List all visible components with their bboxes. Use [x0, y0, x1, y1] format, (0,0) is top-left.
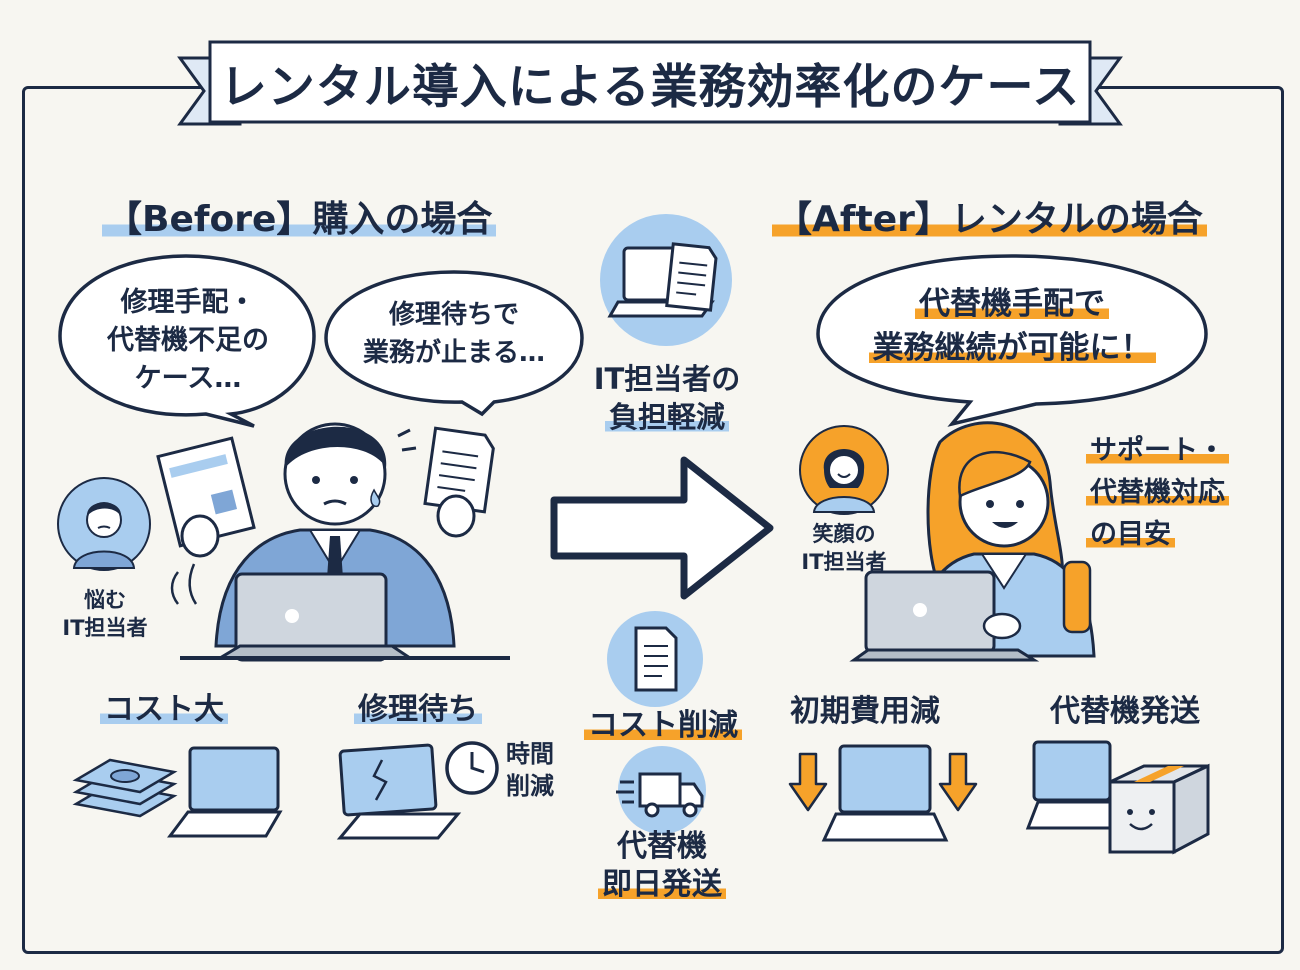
burden-reduction-label: IT担当者の 負担軽減	[593, 362, 741, 434]
replacement-shipping-label: 代替機発送	[1050, 694, 1200, 729]
laptop-icon-cost	[167, 746, 283, 838]
after-heading: 【After】レンタルの場合	[772, 190, 1207, 242]
document-icon	[607, 611, 703, 707]
money-stack-icon	[72, 758, 178, 818]
speech-bubble-right	[324, 270, 584, 417]
laptop-icon-replacement	[1025, 740, 1123, 830]
speech-bubble-left	[58, 254, 316, 428]
repair-wait-label: 修理待ち	[354, 684, 482, 728]
down-arrow-left-icon	[788, 752, 828, 812]
time-reduction-label: 時間 削減	[506, 740, 554, 800]
worried-label: 悩む IT担当者	[62, 588, 148, 640]
bubble-right-text: 修理待ちで 業務が止まる…	[362, 300, 545, 368]
smiling-box-icon	[1108, 763, 1210, 855]
initial-cost-label: 初期費用減	[790, 694, 940, 729]
smiling-label: 笑顔の IT担当者	[801, 522, 887, 574]
cost-cut-label: コスト削減	[578, 700, 748, 744]
big-arrow-right	[550, 456, 774, 600]
same-day-shipping-label: 代替機 即日発送	[574, 828, 750, 904]
smiling-woman-illustration	[849, 421, 1096, 662]
delivery-truck-icon	[616, 746, 706, 834]
bubble-after-text: 代替機手配で 業務継続が可能に！	[826, 282, 1198, 370]
before-heading: 【Before】購入の場合	[102, 190, 497, 242]
bubble-left-text: 修理手配・ 代替機不足の ケース…	[107, 287, 269, 394]
laptop-icon-initial	[821, 744, 949, 842]
laptop-document-icon	[600, 214, 732, 346]
clock-icon	[445, 741, 499, 795]
worried-avatar-icon	[57, 477, 151, 571]
title-banner	[177, 40, 1123, 126]
worried-man-illustration	[156, 422, 510, 662]
down-arrow-right-icon	[938, 752, 978, 812]
cost-large-label: コスト大	[100, 684, 228, 728]
smiling-avatar-icon	[799, 425, 889, 515]
page-title: レンタル導入による業務効率化のケース	[219, 60, 1081, 115]
broken-laptop-icon	[336, 743, 462, 840]
support-label: サポート・ 代替機対応 の目安	[1086, 430, 1229, 556]
